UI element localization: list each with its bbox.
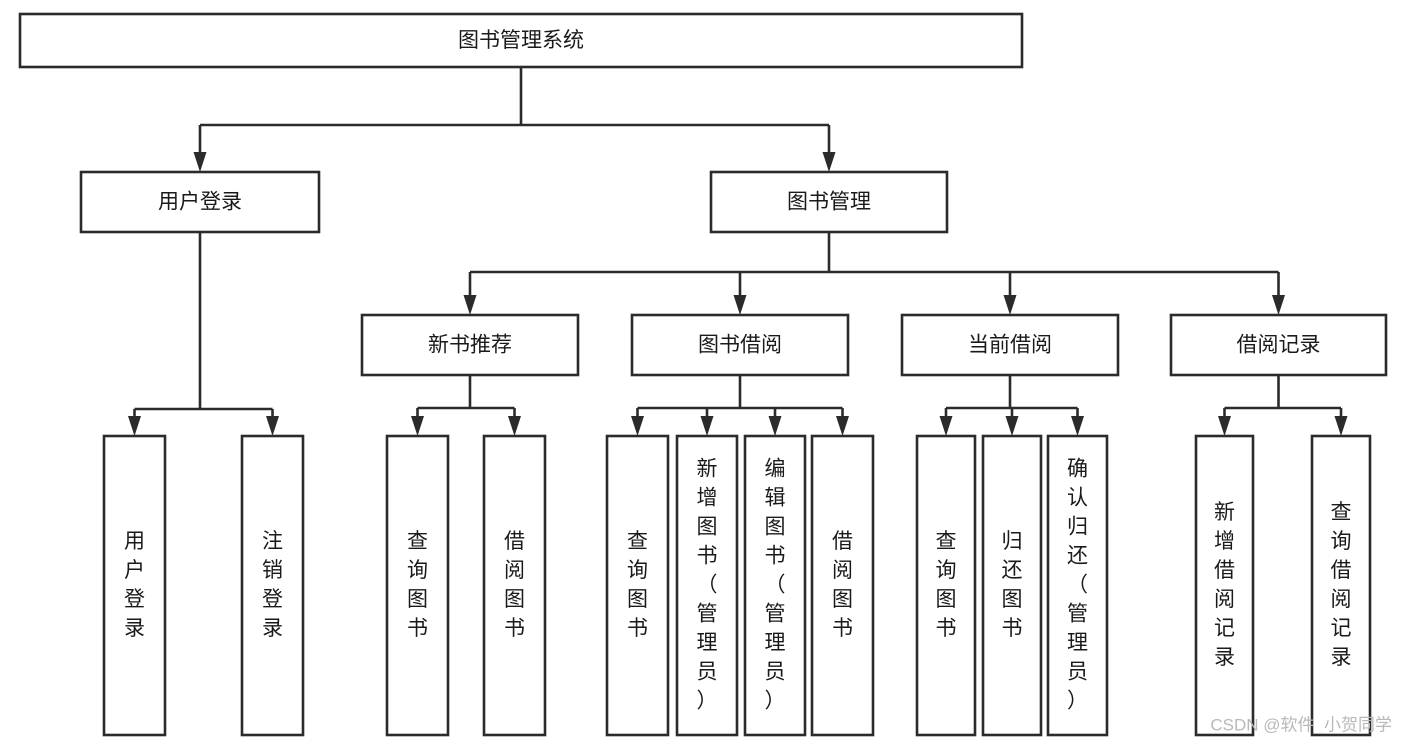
node-label-leaf-6: 新增图书（管理员） [697,457,718,712]
node-box-leaf-7[interactable] [743,434,807,737]
node-leaf-9[interactable]: 查询图书 [915,434,977,737]
node-label-leaf-12: 新增借阅记录 [1214,501,1235,669]
node-box-leaf-8[interactable] [810,434,875,737]
node-box-leaf-1[interactable] [102,434,167,737]
node-box-borrow[interactable] [630,313,850,377]
node-box-record[interactable] [1169,313,1388,377]
node-bookmgmt[interactable]: 图书管理 [709,170,949,234]
node-box-bookmgmt[interactable] [709,170,949,234]
node-label-record: 借阅记录 [1237,334,1321,357]
node-label-leaf-13: 查询借阅记录 [1331,501,1352,669]
node-label-leaf-11: 确认归还（管理员） [1067,457,1088,712]
node-label-current: 当前借阅 [968,334,1052,357]
node-label-bookmgmt: 图书管理 [787,191,871,214]
node-box-leaf-9[interactable] [915,434,977,737]
node-label-leaf-7: 编辑图书（管理员） [765,457,786,712]
node-box-leaf-6[interactable] [675,434,739,737]
node-box-leaf-4[interactable] [482,434,547,737]
node-box-current[interactable] [900,313,1120,377]
node-layer: 图书管理系统用户登录图书管理新书推荐图书借阅当前借阅借阅记录用户登录注销登录查询… [18,12,1388,737]
connector-group-newbook [411,375,521,436]
node-box-login[interactable] [79,170,321,234]
node-leaf-13[interactable]: 查询借阅记录 [1310,434,1372,737]
csdn-watermark: CSDN @软件_小贺同学 [1210,715,1392,734]
node-label-leaf-9: 查询图书 [936,530,957,640]
node-label-newbook: 新书推荐 [428,334,512,357]
node-label-leaf-4: 借阅图书 [504,530,525,640]
node-label-login: 用户登录 [158,191,242,214]
node-box-newbook[interactable] [360,313,580,377]
node-leaf-1[interactable]: 用户登录 [102,434,167,737]
connector-group-bookmgmt [463,232,1285,315]
node-label-leaf-10: 归还图书 [1002,530,1023,640]
node-leaf-10[interactable]: 归还图书 [981,434,1043,737]
connector-group-login [128,232,279,436]
node-leaf-5[interactable]: 查询图书 [605,434,670,737]
node-leaf-2[interactable]: 注销登录 [240,434,305,737]
node-label-root: 图书管理系统 [458,29,584,52]
node-label-leaf-5: 查询图书 [627,530,648,640]
node-box-leaf-12[interactable] [1194,434,1255,737]
node-box-leaf-2[interactable] [240,434,305,737]
node-label-leaf-2: 注销登录 [262,530,283,640]
node-root[interactable]: 图书管理系统 [18,12,1024,69]
node-leaf-12[interactable]: 新增借阅记录 [1194,434,1255,737]
connector-group-record [1218,375,1348,436]
node-borrow[interactable]: 图书借阅 [630,313,850,377]
node-leaf-7[interactable]: 编辑图书（管理员） [743,434,807,737]
connector-group-borrow [631,375,849,436]
node-leaf-4[interactable]: 借阅图书 [482,434,547,737]
node-leaf-3[interactable]: 查询图书 [385,434,450,737]
node-box-leaf-13[interactable] [1310,434,1372,737]
node-newbook[interactable]: 新书推荐 [360,313,580,377]
node-record[interactable]: 借阅记录 [1169,313,1388,377]
node-leaf-11[interactable]: 确认归还（管理员） [1046,434,1109,737]
connector-group-current [939,375,1084,436]
node-label-leaf-3: 查询图书 [407,530,428,640]
connector-layer [128,67,1348,436]
connector-group-root [193,67,836,172]
node-leaf-6[interactable]: 新增图书（管理员） [675,434,739,737]
node-box-leaf-3[interactable] [385,434,450,737]
node-box-leaf-11[interactable] [1046,434,1109,737]
node-current[interactable]: 当前借阅 [900,313,1120,377]
node-box-root[interactable] [18,12,1024,69]
node-login[interactable]: 用户登录 [79,170,321,234]
node-leaf-8[interactable]: 借阅图书 [810,434,875,737]
node-box-leaf-5[interactable] [605,434,670,737]
node-label-leaf-1: 用户登录 [124,530,145,640]
node-box-leaf-10[interactable] [981,434,1043,737]
node-label-leaf-8: 借阅图书 [832,530,853,640]
node-label-borrow: 图书借阅 [698,334,782,357]
